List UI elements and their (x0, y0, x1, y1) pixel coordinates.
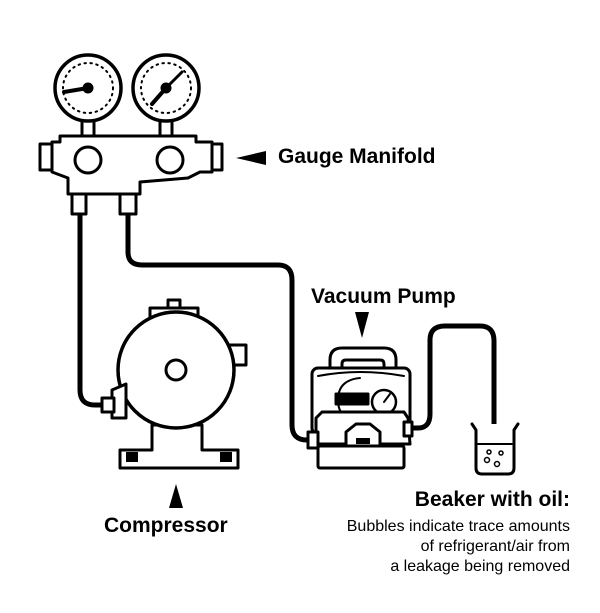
vacuum-pump-label: Vacuum Pump (311, 285, 456, 308)
vacuum-pump (306, 346, 414, 470)
gauge-manifold-label: Gauge Manifold (278, 145, 436, 168)
beaker-note-line: Bubbles indicate trace amounts (346, 518, 570, 535)
compressor (100, 298, 248, 470)
hose-manifold-to-vacuum-pump (125, 209, 321, 443)
compressor-pointer-arrow (169, 484, 183, 508)
beaker-title: Beaker with oil: (414, 488, 570, 511)
hose-vacuum-pump-to-beaker (402, 323, 497, 463)
compressor-label: Compressor (104, 514, 228, 537)
hose-manifold-to-compressor (77, 209, 111, 408)
beaker-note-line: a leakage being removed (390, 558, 570, 575)
hoses (77, 209, 497, 463)
vacuum-pump-pointer-arrow (355, 312, 369, 338)
gauge-manifold (38, 53, 224, 216)
beaker-note-line: of refrigerant/air from (420, 538, 570, 555)
manifold-pointer-arrow (236, 151, 266, 165)
compressor-foot (118, 423, 240, 470)
beaker-note: Bubbles indicate trace amounts of refrig… (347, 517, 570, 577)
beaker (470, 422, 520, 476)
